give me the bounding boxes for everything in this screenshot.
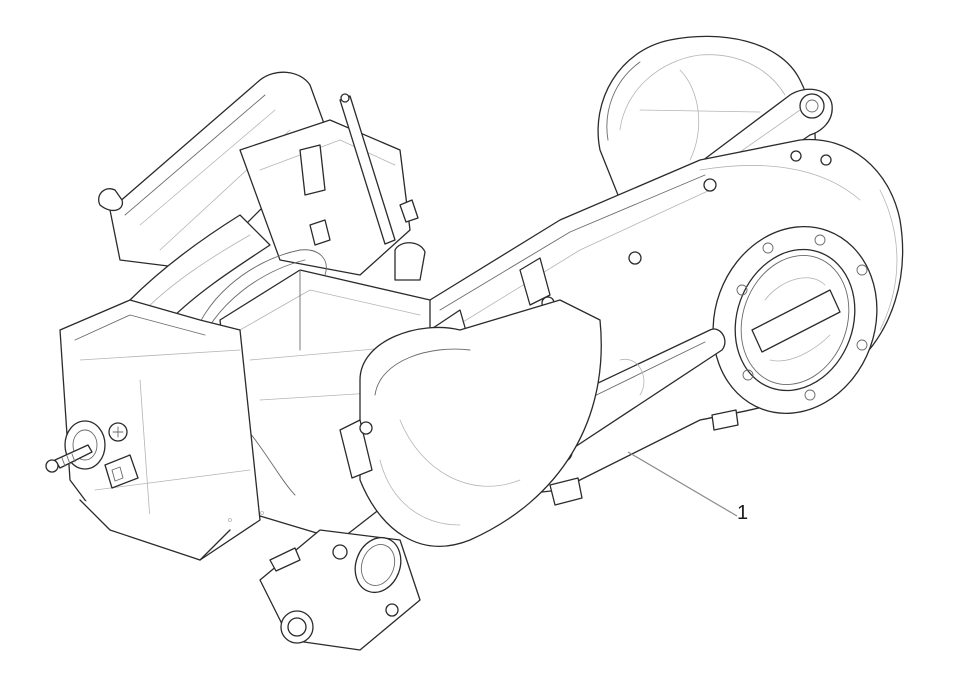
- mounting-lug: [259, 529, 421, 651]
- callout-leader-line: [627, 451, 738, 517]
- carburettor: [239, 93, 426, 281]
- starter-stud: [45, 420, 139, 489]
- callout-label-1: 1: [737, 502, 749, 524]
- left-crankcase: [59, 299, 264, 561]
- drive-cover: [359, 299, 602, 547]
- drive-cover-brackets: [339, 409, 739, 506]
- clutch-cover: [712, 225, 878, 415]
